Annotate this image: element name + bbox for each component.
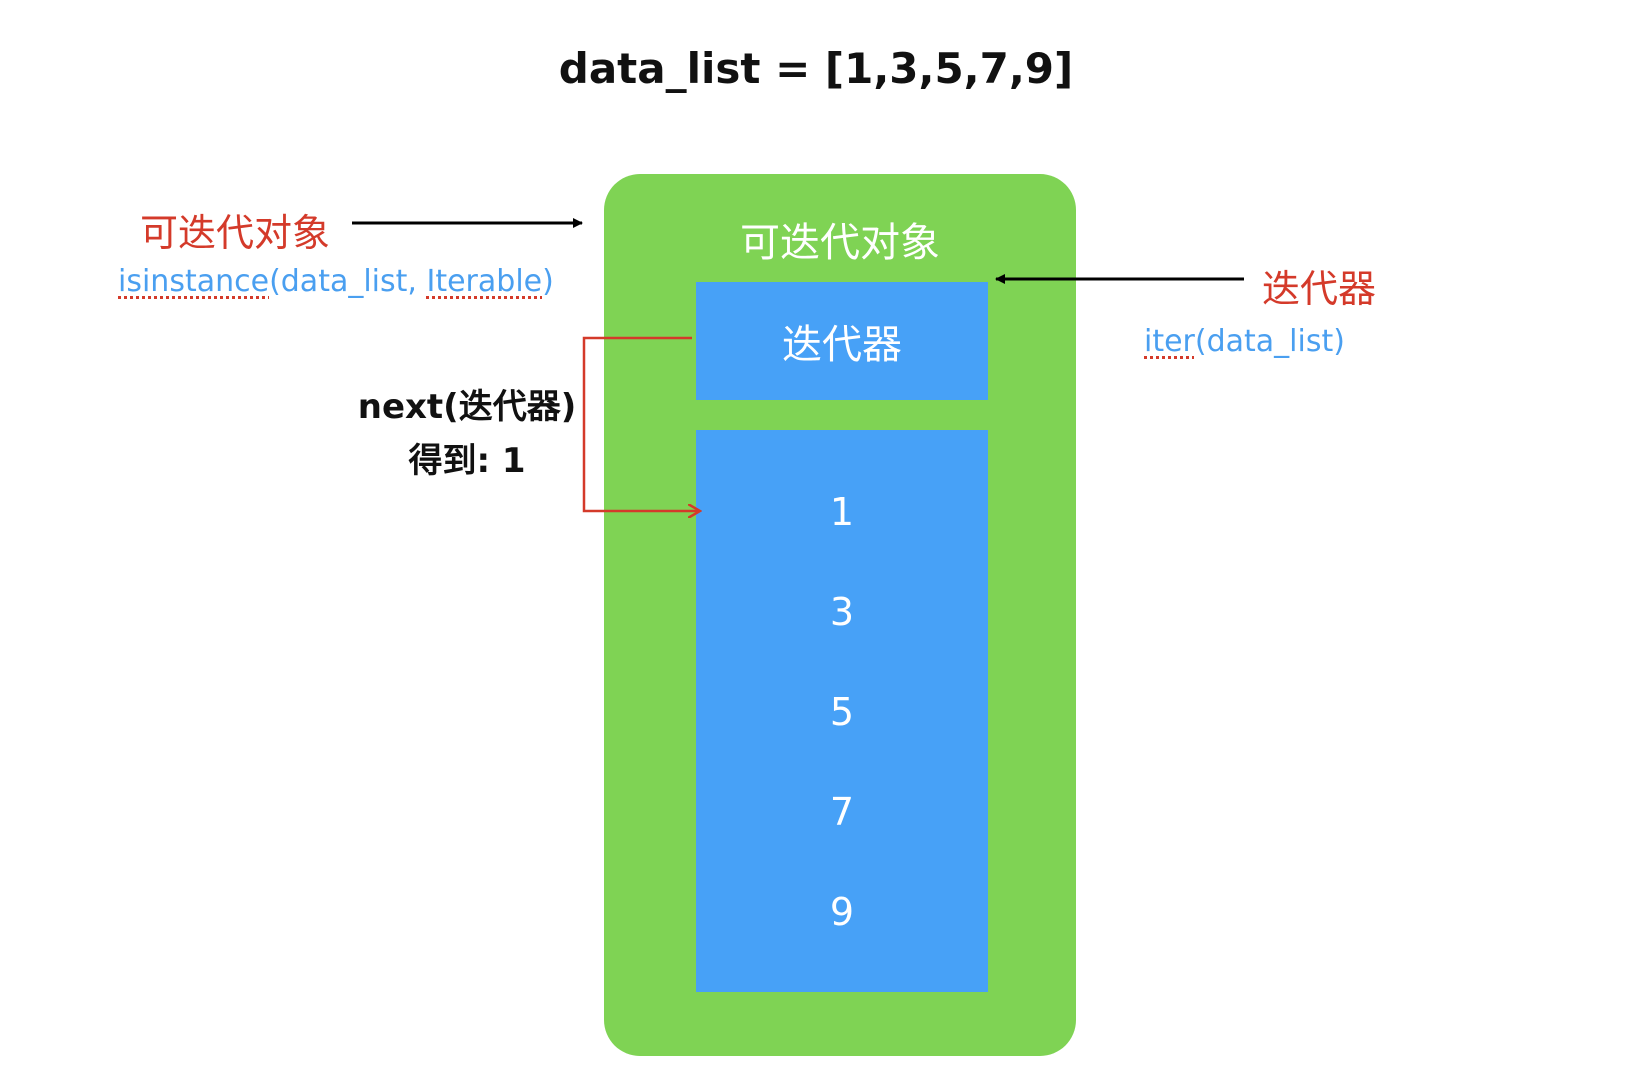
next-call-line1: next(迭代器) [357,387,577,427]
iterator-label: 迭代器 [1262,267,1377,311]
iterator-box: 迭代器 [696,282,988,400]
iter-func-text: iter [1144,324,1195,359]
data-value-3: 3 [829,590,855,634]
isinstance-args-text: (data_list, [269,264,427,299]
data-value-5: 5 [829,690,855,734]
iterable-label: 可迭代对象 [140,211,331,255]
data-value-7: 7 [829,790,855,834]
next-call-label: next(迭代器) 得到: 1 [340,380,594,488]
data-values-box: 1 3 5 7 9 [696,430,988,992]
data-value-9: 9 [829,890,855,934]
iterable-object-box-label: 可迭代对象 [740,220,940,266]
iter-args-text: (data_list) [1194,324,1345,359]
data-value-1: 1 [829,490,855,534]
isinstance-code: isinstance(data_list, Iterable) [118,264,554,299]
isinstance-close-text: ) [542,264,554,299]
next-call-line2: 得到: 1 [408,441,526,481]
iterable-type-text: Iterable [426,264,543,299]
iter-code: iter(data_list) [1144,324,1345,359]
isinstance-func-text: isinstance [118,264,270,299]
diagram-title: data_list = [1,3,5,7,9] [558,44,1074,93]
